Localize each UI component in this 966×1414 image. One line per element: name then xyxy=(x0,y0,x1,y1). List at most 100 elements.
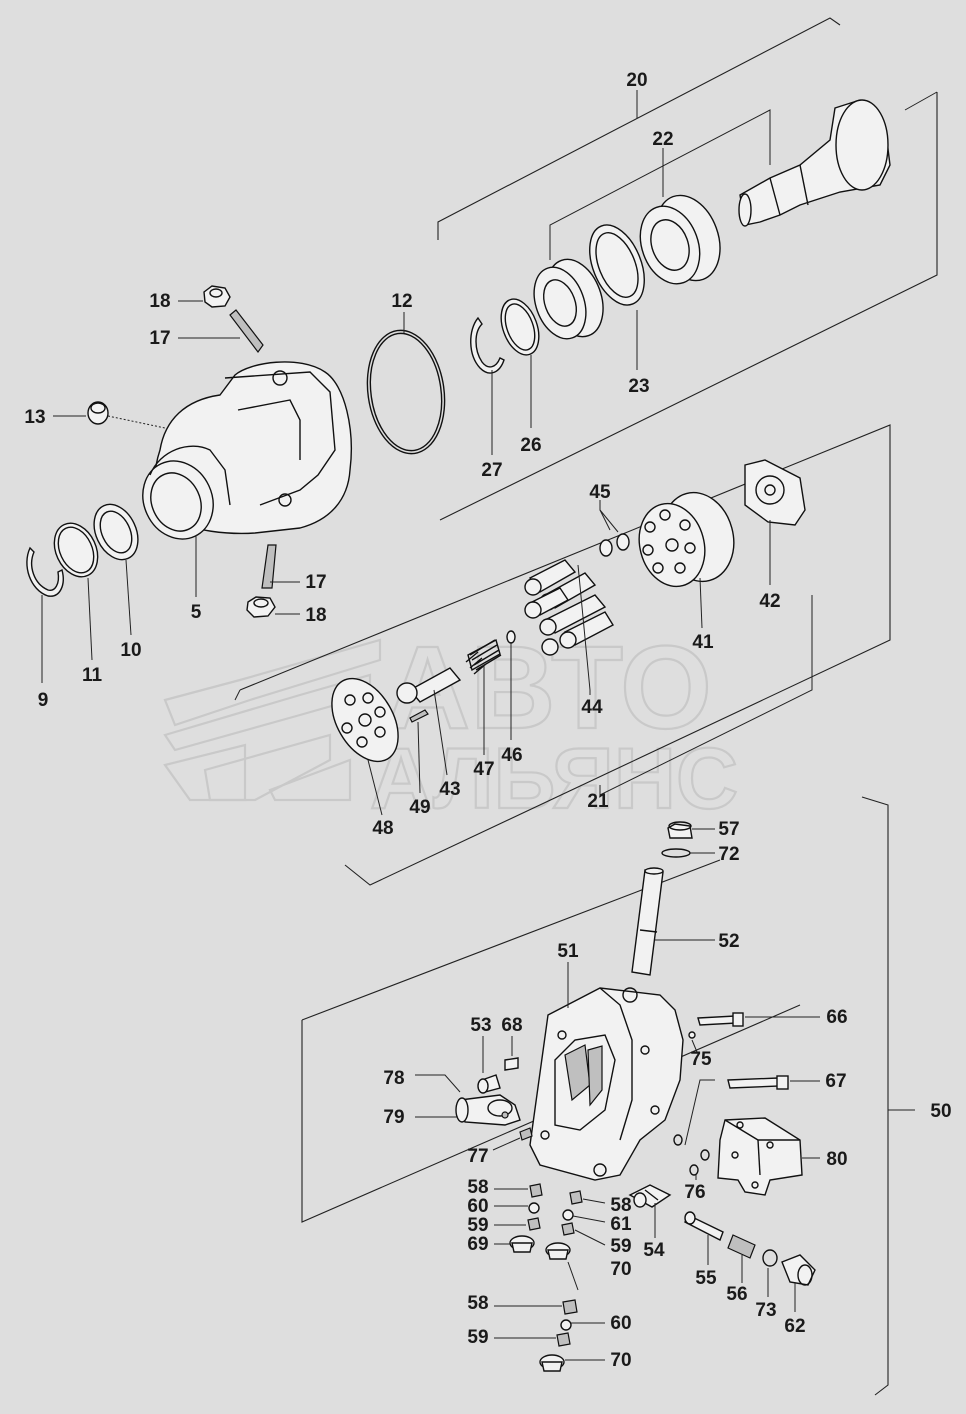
callout-61: 61 xyxy=(610,1214,632,1235)
callout-20: 20 xyxy=(626,70,647,91)
o-ring-73 xyxy=(762,1249,778,1267)
callout-78: 78 xyxy=(383,1068,404,1089)
spool-54 xyxy=(628,1184,672,1208)
spool-52 xyxy=(631,867,664,976)
callout-10: 10 xyxy=(120,640,141,661)
seal-10 xyxy=(93,503,139,561)
callout-73: 73 xyxy=(755,1300,776,1321)
callout-70: 70 xyxy=(610,1259,631,1280)
motor-housing-5 xyxy=(142,361,352,540)
callout-11: 11 xyxy=(82,665,103,686)
callout-59: 59 xyxy=(467,1215,488,1236)
callout-70b: 70 xyxy=(610,1350,631,1371)
ball-pin-43 xyxy=(396,667,462,704)
valve-block-51 xyxy=(529,987,684,1181)
callout-57: 57 xyxy=(718,819,739,840)
callout-48: 48 xyxy=(372,818,393,839)
pin-49 xyxy=(409,709,429,723)
retainer-plate-48 xyxy=(331,677,399,763)
left-stack xyxy=(509,1183,543,1253)
circlip-9 xyxy=(26,546,64,597)
o-ring-72 xyxy=(661,848,691,858)
seal-26 xyxy=(500,298,540,356)
callout-69: 69 xyxy=(467,1234,488,1255)
callout-68: 68 xyxy=(501,1015,522,1036)
callout-59b: 59 xyxy=(610,1236,631,1257)
callout-21: 21 xyxy=(587,791,609,812)
plug-62 xyxy=(781,1254,816,1286)
o-ring-76 xyxy=(689,1149,710,1176)
callout-51: 51 xyxy=(557,941,579,962)
callout-56: 56 xyxy=(726,1284,747,1305)
nut-18-bottom xyxy=(246,596,276,618)
pin-75 xyxy=(688,1031,696,1039)
callout-52: 52 xyxy=(718,931,739,952)
callout-17b: 17 xyxy=(305,572,326,593)
pistons-44 xyxy=(524,559,614,656)
watermark-line2: АЛЬЯНС xyxy=(370,731,738,827)
o-ring-12 xyxy=(366,329,446,455)
spring-56 xyxy=(727,1234,756,1259)
watermark-emblem xyxy=(163,638,382,802)
circlip-27 xyxy=(470,316,505,374)
callout-18: 18 xyxy=(149,291,170,312)
callout-79: 79 xyxy=(383,1107,404,1128)
plug-13 xyxy=(87,401,109,425)
assembly-frames xyxy=(234,17,938,1396)
middle-stack xyxy=(545,1190,583,1260)
callout-67: 67 xyxy=(825,1071,846,1092)
callout-58b: 58 xyxy=(610,1195,631,1216)
callout-72: 72 xyxy=(718,844,739,865)
nut-18-top xyxy=(203,285,231,308)
callout-53: 53 xyxy=(470,1015,491,1036)
callout-44: 44 xyxy=(581,697,603,718)
plug-57 xyxy=(667,821,693,839)
spring-47 xyxy=(465,638,502,675)
callout-45: 45 xyxy=(589,482,611,503)
solenoid-78-79 xyxy=(455,1094,521,1126)
valve-80 xyxy=(717,1117,803,1196)
callout-62: 62 xyxy=(784,1316,805,1337)
spool-55 xyxy=(684,1211,724,1241)
callout-18b: 18 xyxy=(305,605,326,626)
ring-46 xyxy=(506,630,516,644)
callout-41: 41 xyxy=(692,632,714,653)
callout-75: 75 xyxy=(690,1049,712,1070)
ring-11 xyxy=(53,522,99,578)
callout-60b: 60 xyxy=(610,1313,631,1334)
callout-55: 55 xyxy=(695,1268,717,1289)
callout-49: 49 xyxy=(409,797,430,818)
bolt-66 xyxy=(697,1012,744,1027)
callout-77: 77 xyxy=(467,1146,488,1167)
callout-17: 17 xyxy=(149,328,170,349)
stud-17-bottom xyxy=(261,544,277,589)
callout-5: 5 xyxy=(191,602,202,623)
ring-23 xyxy=(589,224,645,306)
bearing-small xyxy=(533,258,604,340)
leader-lines xyxy=(41,90,820,1361)
callout-80: 80 xyxy=(826,1149,847,1170)
callout-9: 9 xyxy=(38,690,49,711)
callout-27: 27 xyxy=(481,460,502,481)
callout-26: 26 xyxy=(520,435,541,456)
callout-47: 47 xyxy=(473,759,494,780)
callout-58: 58 xyxy=(467,1177,488,1198)
callout-23: 23 xyxy=(628,376,649,397)
callout-76: 76 xyxy=(684,1182,705,1203)
bolt-67 xyxy=(727,1075,789,1090)
cylinder-block-41 xyxy=(638,491,735,588)
pin-68 xyxy=(504,1057,519,1071)
callout-58c: 58 xyxy=(467,1293,488,1314)
callout-43: 43 xyxy=(439,779,460,800)
callout-59c: 59 xyxy=(467,1327,488,1348)
valve-plate-42 xyxy=(744,459,806,526)
callout-60: 60 xyxy=(467,1196,488,1217)
shaft xyxy=(738,99,891,227)
callout-50: 50 xyxy=(930,1101,951,1122)
callout-46: 46 xyxy=(501,745,522,766)
rings-45 xyxy=(599,533,630,557)
stud-17-top xyxy=(229,309,264,354)
o-ring-small xyxy=(673,1134,683,1146)
